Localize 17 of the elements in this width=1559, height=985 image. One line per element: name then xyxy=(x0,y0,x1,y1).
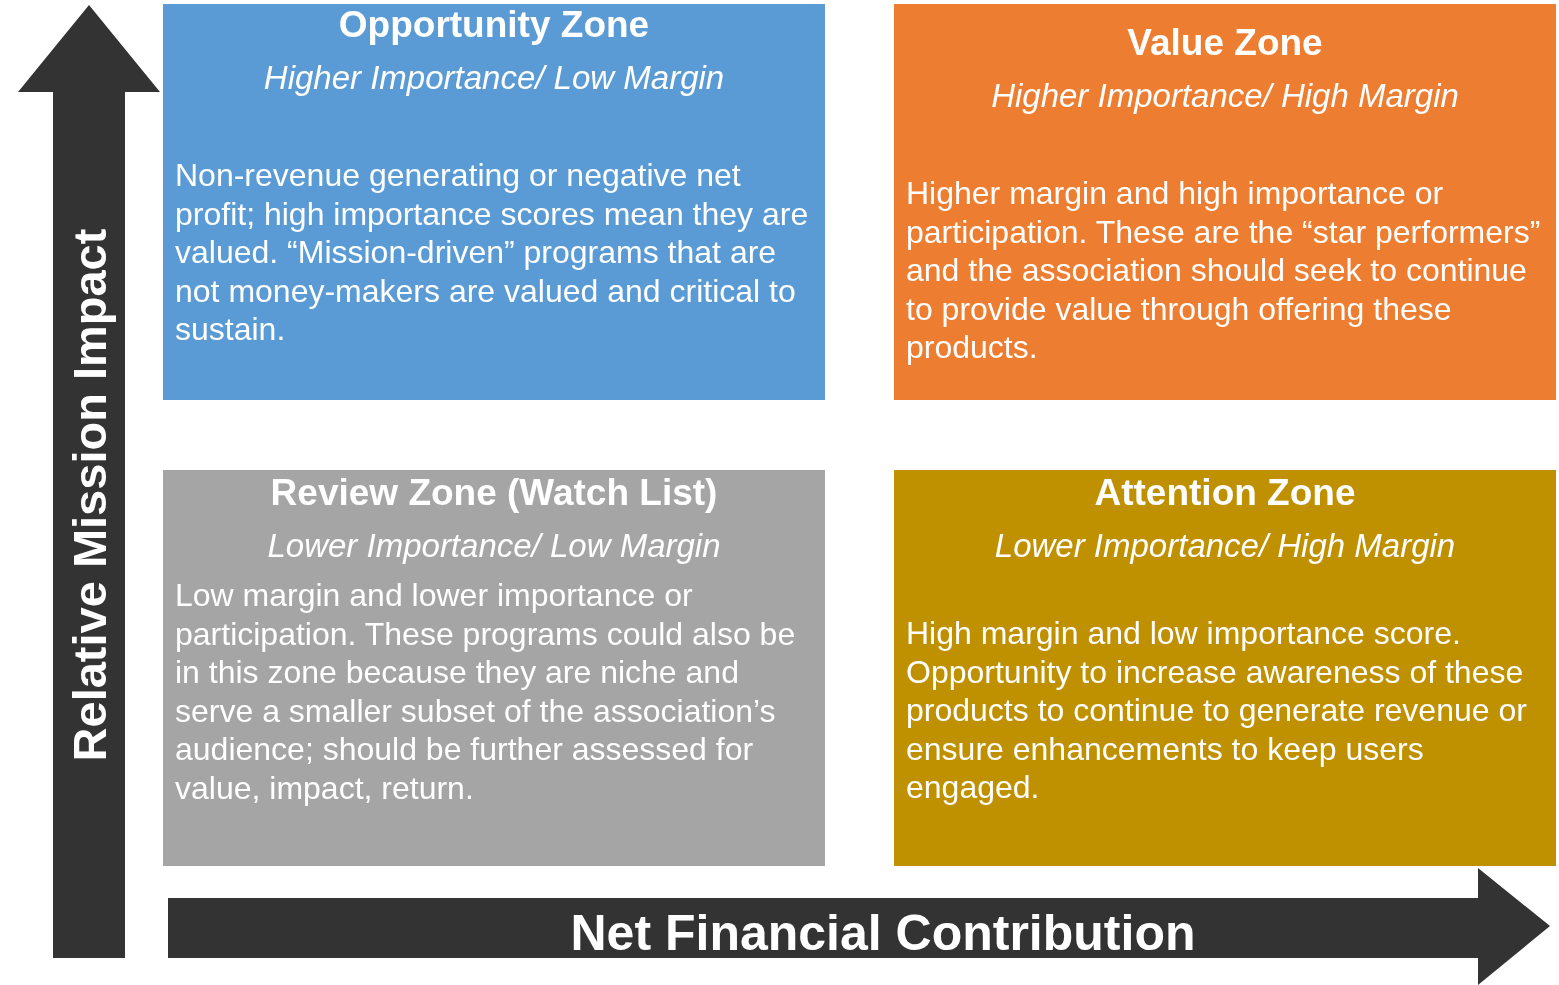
zone-subtitle: Higher Importance/ High Margin xyxy=(990,76,1460,116)
zone-title: Attention Zone xyxy=(1093,472,1357,514)
zone-description: High margin and low importance score. Opportunity to increase awareness of these products to continue to generate revenue or ensure enhancements to keep users engaged. xyxy=(906,614,1528,807)
zone-box xyxy=(894,4,1556,400)
zone-box xyxy=(163,4,825,400)
zone-description: Low margin and lower importance or participation. These programs could also be in this zone because they are niche and serve a smaller subset of the association’s audience; should be further assessed for value, impact, return. xyxy=(175,576,797,807)
zone-title: Opportunity Zone xyxy=(337,4,651,46)
zone-subtitle: Higher Importance/ Low Margin xyxy=(262,58,726,98)
axis-label: Net Financial Contribution xyxy=(570,908,1196,958)
zone-title: Value Zone xyxy=(1126,22,1324,64)
zone-box xyxy=(894,470,1556,866)
zone-description: Higher margin and high importance or participation. These are the “star performers” and the association should seek to continue to provide value through offering these products. xyxy=(906,174,1542,367)
zone-box xyxy=(163,470,825,866)
zone-description: Non-revenue generating or negative net profit; high importance scores mean they are valued. “Mission-driven” programs that are not money-makers are valued and critical to sustain. xyxy=(175,156,810,349)
zone-title: Review Zone (Watch List) xyxy=(269,472,719,514)
zone-subtitle: Lower Importance/ High Margin xyxy=(993,526,1457,566)
zone-subtitle: Lower Importance/ Low Margin xyxy=(266,526,722,566)
